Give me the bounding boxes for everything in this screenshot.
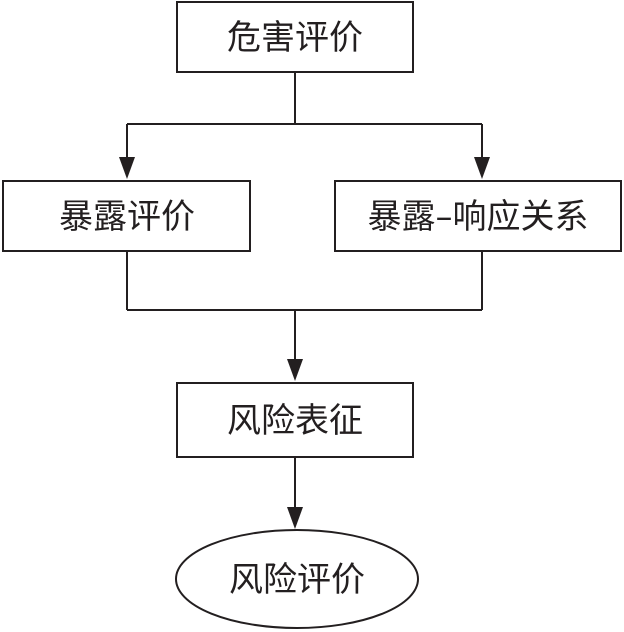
arrow-head-to-exposure	[119, 157, 135, 179]
node-risk-assessment-label: 风险评价	[229, 560, 365, 600]
connector-hazard-split	[126, 72, 483, 160]
node-dose-response: 暴露–响应关系	[334, 180, 622, 252]
node-risk-characterization: 风险表征	[176, 382, 414, 458]
node-dose-response-label: 暴露–响应关系	[368, 197, 589, 237]
node-risk-assessment: 风险评价	[175, 529, 419, 629]
arrow-head-to-risk-assessment	[287, 507, 303, 529]
arrow-head-to-risk-characterization	[287, 359, 303, 381]
node-exposure-assessment-label: 暴露评价	[59, 197, 195, 237]
node-risk-characterization-label: 风险表征	[227, 401, 363, 441]
node-exposure-assessment: 暴露评价	[2, 180, 251, 252]
node-hazard-assessment: 危害评价	[176, 1, 414, 73]
node-hazard-assessment-label: 危害评价	[227, 18, 363, 58]
connector-merge	[126, 251, 483, 362]
arrow-head-to-dose-response	[474, 157, 490, 179]
